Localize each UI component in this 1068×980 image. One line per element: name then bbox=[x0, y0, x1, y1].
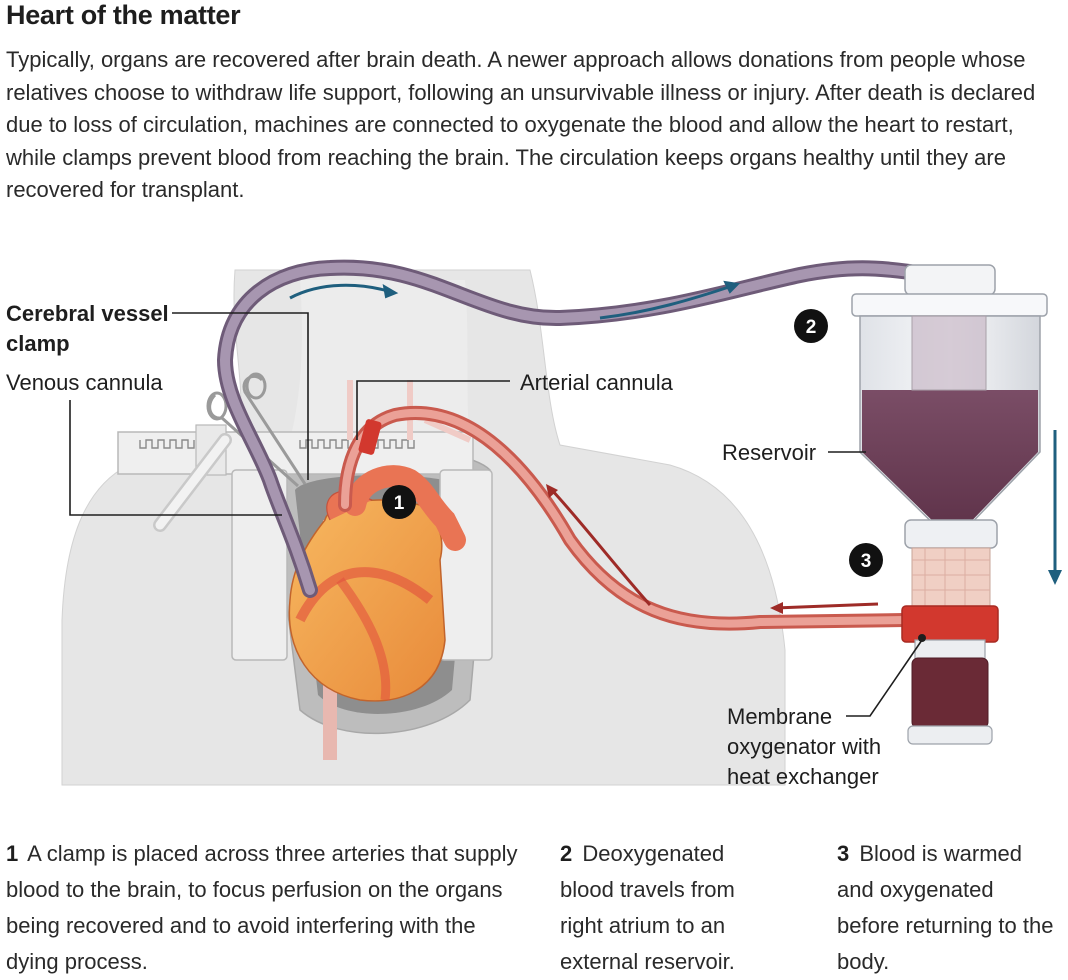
label-oxygenator-3: heat exchanger bbox=[727, 764, 879, 789]
label-cerebral-vessel-clamp-2: clamp bbox=[6, 331, 70, 356]
venous-tube bbox=[216, 259, 918, 598]
page-title: Heart of the matter bbox=[6, 0, 241, 30]
step-1-number: 1 bbox=[6, 841, 19, 866]
step-3-number: 3 bbox=[837, 841, 850, 866]
label-oxygenator-2: oxygenator with bbox=[727, 734, 881, 759]
step-2: 2 Deoxygenated blood travels from right … bbox=[560, 836, 780, 980]
label-arterial-cannula: Arterial cannula bbox=[520, 370, 674, 395]
step-3-text: Blood is warmed and oxygenated before re… bbox=[837, 841, 1054, 974]
marker-2: 2 bbox=[794, 309, 828, 343]
leader-lines bbox=[69, 312, 926, 717]
step-2-number: 2 bbox=[560, 841, 573, 866]
marker-3: 3 bbox=[849, 543, 883, 577]
flow-arrow-return-2 bbox=[548, 486, 652, 606]
reservoir-device bbox=[851, 264, 1048, 536]
marker-1: 1 bbox=[382, 485, 416, 519]
step-1: 1 A clamp is placed across three arterie… bbox=[6, 836, 526, 980]
label-venous-cannula: Venous cannula bbox=[6, 370, 163, 395]
flow-arrow-venous-2 bbox=[599, 283, 736, 320]
flow-arrow-return-1 bbox=[774, 602, 879, 610]
label-cerebral-vessel-clamp: Cerebral vessel bbox=[6, 301, 169, 326]
step-1-text: A clamp is placed across three arteries … bbox=[6, 841, 518, 974]
svg-text:1: 1 bbox=[394, 493, 405, 514]
arterial-tube bbox=[338, 406, 912, 631]
flow-arrows bbox=[289, 280, 1062, 614]
heart-illustration bbox=[288, 465, 466, 702]
label-oxygenator-1: Membrane bbox=[727, 704, 832, 729]
step-3: 3 Blood is warmed and oxygenated before … bbox=[837, 836, 1062, 980]
svg-text:3: 3 bbox=[861, 551, 872, 572]
oxygenator-device bbox=[901, 519, 999, 745]
svg-text:2: 2 bbox=[806, 317, 817, 338]
step-2-text: Deoxygenated blood travels from right at… bbox=[560, 841, 735, 974]
intro-paragraph: Typically, organs are recovered after br… bbox=[6, 47, 1036, 202]
label-reservoir: Reservoir bbox=[722, 440, 816, 465]
